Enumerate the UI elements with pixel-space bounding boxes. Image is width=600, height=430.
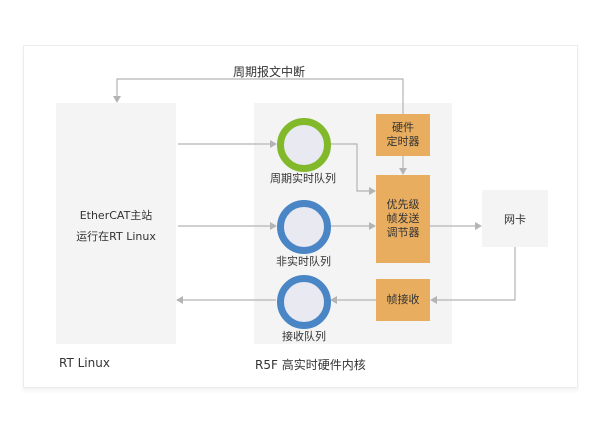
rt-linux-caption: RT Linux — [59, 356, 110, 370]
interrupt-label: 周期报文中断 — [233, 65, 306, 79]
frame-rx-label: 帧接收 — [386, 293, 420, 306]
nic-label: 网卡 — [504, 212, 526, 226]
scheduler-line-2: 帧发送 — [386, 212, 420, 225]
rx-queue-label: 接收队列 — [282, 330, 326, 343]
r5f-caption: R5F 高实时硬件内核 — [255, 358, 366, 372]
nonrt-queue-label: 非实时队列 — [276, 255, 331, 268]
frame-rx-block: 帧接收 — [376, 279, 430, 321]
hw-timer-line-2: 定时器 — [386, 135, 420, 148]
ethercat-master-label: EtherCAT主站 运行在RT Linux — [56, 205, 176, 247]
cyclic-queue-icon — [277, 118, 331, 172]
master-line-2: 运行在RT Linux — [76, 230, 156, 243]
hw-timer-line-1: 硬件 — [392, 121, 414, 134]
scheduler-line-1: 优先级 — [386, 198, 420, 211]
priority-scheduler-block: 优先级 帧发送 调节器 — [376, 175, 430, 263]
nonrt-queue-icon — [277, 200, 331, 254]
hw-timer-block: 硬件 定时器 — [376, 114, 430, 156]
scheduler-line-3: 调节器 — [386, 226, 420, 239]
nic-block: 网卡 — [482, 190, 548, 247]
rt-linux-panel — [56, 103, 176, 344]
rx-queue-icon — [277, 275, 331, 329]
master-line-1: EtherCAT主站 — [79, 209, 153, 222]
cyclic-queue-label: 周期实时队列 — [270, 172, 336, 185]
